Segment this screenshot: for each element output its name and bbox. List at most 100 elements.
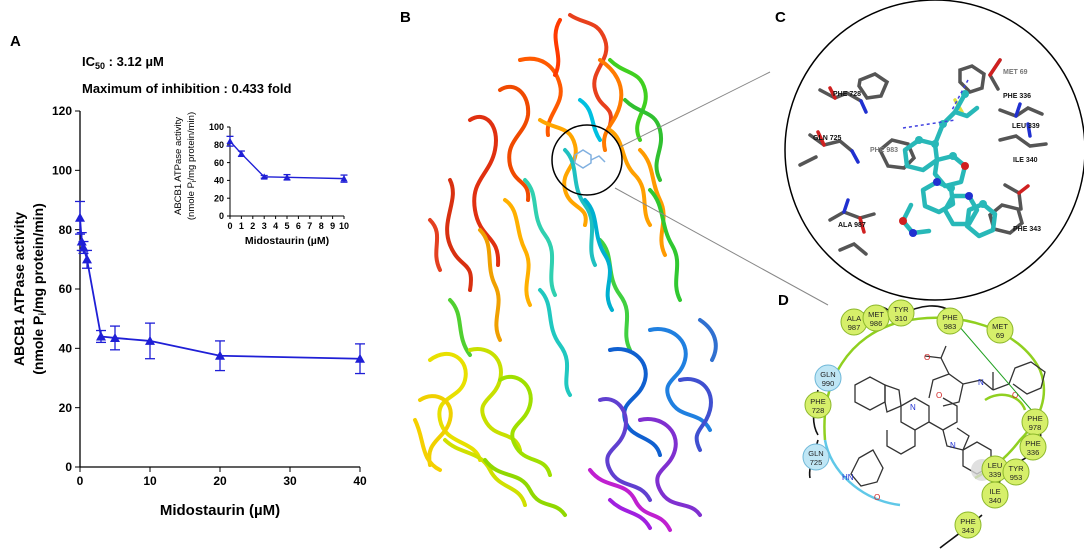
inset-xtick-label: 3 — [262, 221, 267, 231]
inset-ytick-label: 100 — [209, 122, 224, 132]
main-xtick-label: 0 — [77, 474, 84, 488]
residue-name: ALA — [847, 314, 861, 323]
ic50-value: : 3.12 µM — [105, 54, 164, 69]
inset-ylabel-post: /mg protein/min) — [186, 112, 197, 181]
inset-xtick-label: 0 — [227, 221, 232, 231]
residue-number: 69 — [996, 331, 1004, 340]
inset-ytick-label: 20 — [214, 193, 224, 203]
inset-data-point — [226, 137, 234, 145]
residue-circle — [802, 443, 830, 471]
inset-ytick-label: 40 — [214, 176, 224, 186]
pi-interaction-lines — [902, 79, 969, 129]
inset-xtick-label: 1 — [239, 221, 244, 231]
label-phe336: PHE 336 — [1003, 93, 1031, 100]
atom-n-2: N — [978, 378, 984, 387]
residue-labels-c: MET 69 PHE 728 PHE 336 GLN 725 PHE 983 L… — [813, 69, 1041, 233]
main-ylabel-pre: (nmole P — [30, 316, 46, 375]
pocket-outline-green-inner — [984, 393, 1027, 411]
residue-circle — [936, 307, 964, 335]
max-inhibition-annotation: Maximum of inhibition : 0.433 fold — [82, 81, 292, 96]
main-data-point — [78, 242, 89, 252]
residue-number: 987 — [848, 323, 861, 332]
inset-xtick-label: 5 — [284, 221, 289, 231]
main-y-axis-label-line1: ABCB1 ATPase activity — [11, 212, 27, 366]
inset-ylabel-pre: (nmole P — [186, 182, 197, 220]
residue-circle — [1002, 458, 1030, 486]
inset-data-point — [237, 150, 245, 157]
atom-o-4: O — [874, 493, 880, 502]
panel-d: D O O N N N O — [778, 292, 1049, 549]
main-ytick-label: 20 — [59, 401, 73, 415]
ic50-annotation: IC50 : 3.12 µM — [82, 54, 164, 71]
residue-name: MET — [868, 310, 884, 319]
residue-number: 978 — [1029, 423, 1042, 432]
residue-name: PHE — [1025, 439, 1040, 448]
pocket-outline-green — [823, 316, 1046, 480]
residue-name: LEU — [988, 461, 1003, 470]
label-leu339: LEU 339 — [1012, 123, 1040, 130]
main-xtick-label: 30 — [283, 474, 297, 488]
panel-a: A IC50 : 3.12 µM Maximum of inhibition :… — [10, 33, 367, 519]
main-data-point — [215, 350, 225, 360]
inset-ytick-label: 80 — [214, 140, 224, 150]
residue-number: 340 — [989, 496, 1002, 505]
residue-name: TYR — [1009, 464, 1025, 473]
panel-label-d: D — [778, 292, 789, 309]
binding-site-highlight — [551, 124, 623, 196]
label-phe343: PHE 343 — [1013, 226, 1041, 233]
residue-circle — [954, 511, 982, 539]
main-ytick-label: 60 — [59, 282, 73, 296]
protein-ribbon-structure — [413, 13, 718, 532]
residue-name: TYR — [894, 305, 910, 314]
inset-y-axis-label-line2: (nmole Pi/mg protein/min) — [186, 112, 198, 220]
residue-circle — [887, 299, 915, 327]
connector-top — [619, 71, 771, 148]
main-ylabel-post: /mg protein/min) — [30, 203, 46, 313]
atom-n-1: N — [910, 403, 916, 412]
residue-name: PHE — [810, 397, 825, 406]
residue-name: GLN — [820, 370, 835, 379]
main-data-point — [355, 353, 365, 363]
atom-o-3: O — [1012, 391, 1018, 400]
residue-name: PHE — [1027, 414, 1042, 423]
main-ytick-label: 40 — [59, 342, 73, 356]
main-ytick-label: 100 — [52, 164, 72, 178]
ligand-in-site — [574, 149, 606, 169]
residue-name: GLN — [808, 449, 823, 458]
main-xtick-label: 10 — [143, 474, 157, 488]
label-phe983: PHE 983 — [870, 147, 898, 154]
main-ylabel-sub: i — [38, 313, 49, 316]
main-y-axis-label-line2: (nmole Pi/mg protein/min) — [30, 203, 49, 375]
connector-bottom — [614, 187, 829, 306]
ic50-label: IC — [82, 54, 96, 69]
inset-ylabel-sub: i — [191, 180, 198, 182]
residue-circle — [981, 481, 1009, 509]
residue-name: PHE — [942, 313, 957, 322]
inset-series-line — [229, 140, 345, 180]
inset-data-point — [283, 173, 291, 181]
main-data-point — [96, 331, 106, 341]
residue-number: 728 — [812, 406, 825, 415]
inset-xtick-label: 2 — [250, 221, 255, 231]
panel-label-b: B — [400, 9, 411, 26]
inset-ytick-label: 0 — [219, 211, 224, 221]
inset-xtick-label: 6 — [296, 221, 301, 231]
residue-circle — [1019, 433, 1047, 461]
ic50-subscript: 50 — [95, 61, 105, 71]
residue-number: 990 — [822, 379, 835, 388]
ligand-atoms — [899, 90, 987, 237]
residue-number: 310 — [895, 314, 908, 323]
label-gln725: GLN 725 — [813, 135, 842, 142]
label-met69: MET 69 — [1003, 69, 1028, 76]
residue-circle — [986, 316, 1014, 344]
main-xtick-label: 20 — [213, 474, 227, 488]
main-data-point — [75, 212, 85, 222]
